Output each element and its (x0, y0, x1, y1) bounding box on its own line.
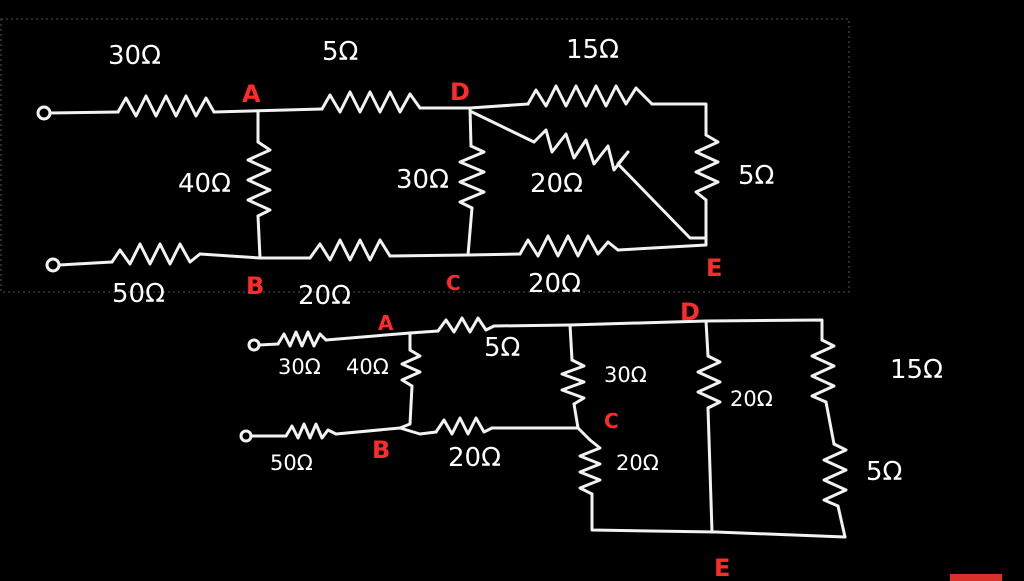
bottom-wire-20-to-e (590, 492, 847, 539)
label-bottom-50: 50Ω (270, 451, 313, 475)
label-bottom-20-middle: 20Ω (730, 387, 773, 411)
resistor-5-bottom-right (822, 442, 848, 508)
label-bottom-15: 15Ω (890, 355, 943, 385)
resistor-15-top (526, 84, 654, 108)
label-top-40: 40Ω (178, 169, 231, 199)
resistor-50-bottom (110, 242, 202, 266)
top-wire-to-d (418, 102, 530, 110)
label-bottom-20-bc: 20Ω (448, 443, 501, 473)
label-top-30-vertical: 30Ω (396, 165, 449, 195)
resistor-30-top (116, 94, 216, 118)
bottom-wire-right-bottom (836, 504, 847, 539)
node-label-d-bottom: D (680, 298, 700, 326)
bottom-wire-50-to-b (334, 426, 438, 436)
resistor-30-bottom-vertical (560, 358, 586, 406)
bottom-wire-mid-top (704, 319, 710, 358)
label-bottom-5-right: 5Ω (866, 457, 902, 487)
resistor-30-vertical (458, 144, 486, 210)
top-circuit: 30Ω 5Ω 15Ω 40Ω 30Ω 20Ω 5Ω 50Ω 20Ω 20Ω A … (36, 35, 774, 311)
label-top-15: 15Ω (566, 35, 619, 65)
resistor-40-bottom (400, 348, 422, 388)
bottom-wire-mid-bottom (706, 406, 714, 534)
top-wire-to-right (650, 102, 708, 137)
resistor-20-diagonal (532, 128, 630, 172)
top-wire-diagonal-start (470, 110, 536, 144)
top-wire-30-to-c (466, 206, 474, 257)
resistor-5-bottom (436, 316, 496, 334)
resistor-20-c-e (518, 234, 620, 258)
bottom-wire-30-to-c (572, 402, 592, 442)
node-label-c-bottom: C (604, 409, 619, 433)
node-label-b-top: B (246, 272, 264, 300)
bottom-wire-40-to-b (398, 384, 414, 430)
top-wire-50-to-b (198, 252, 312, 260)
resistor-5-right (694, 133, 720, 202)
node-label-a-top: A (242, 80, 261, 108)
label-bottom-30-vertical: 30Ω (604, 363, 647, 387)
top-wire-upper-left (48, 110, 120, 115)
top-wire-a-d-left (212, 107, 324, 114)
selection-frame (0, 18, 850, 293)
node-label-c-top: C (446, 271, 461, 295)
node-label-d-top: D (450, 78, 470, 106)
node-label-a-bottom: A (378, 311, 394, 335)
label-top-50: 50Ω (112, 279, 165, 309)
resistor-20-bottom-c-e (578, 438, 602, 496)
bottom-wire-upper-left (257, 342, 280, 347)
label-bottom-5: 5Ω (484, 333, 520, 363)
resistor-20-b-c (308, 238, 392, 262)
resistor-30-bottom (276, 330, 328, 348)
top-input-terminal-upper (36, 105, 52, 121)
label-top-20-ce: 20Ω (528, 269, 581, 299)
bottom-wire-30-top (568, 323, 574, 362)
resistor-40-vertical (246, 140, 272, 218)
label-top-20-diagonal: 20Ω (530, 169, 583, 199)
label-top-30: 30Ω (108, 41, 161, 71)
node-label-e-top: E (706, 254, 722, 282)
bottom-circuit: 30Ω 40Ω 5Ω 50Ω 20Ω 30Ω 20Ω 20Ω 15Ω 5Ω A … (239, 298, 943, 581)
top-wire-diagonal-end (616, 162, 708, 240)
node-label-b-bottom: B (372, 436, 390, 464)
resistor-20-bottom-middle (696, 354, 722, 410)
top-wire-d-down (468, 106, 473, 148)
top-wire-lower-left (57, 260, 114, 267)
top-input-terminal-lower (45, 257, 61, 273)
label-bottom-20-ce: 20Ω (616, 451, 659, 475)
top-wire-to-e (616, 236, 708, 252)
node-label-e-bottom: E (714, 554, 730, 581)
corner-badge (950, 574, 1002, 581)
resistor-50-bottom (284, 422, 338, 440)
bottom-wire-right-mid (824, 400, 836, 446)
label-top-20-bc: 20Ω (298, 281, 351, 311)
bottom-wire-to-d (492, 318, 824, 342)
top-wire-40-to-b (256, 214, 262, 260)
label-bottom-30: 30Ω (278, 355, 321, 379)
resistor-15-bottom-right (810, 338, 836, 404)
resistor-20-bottom-bc (434, 416, 494, 436)
label-top-5-right: 5Ω (738, 161, 774, 191)
label-bottom-40: 40Ω (346, 355, 389, 379)
label-top-5: 5Ω (322, 37, 358, 67)
resistor-5-top (320, 90, 422, 114)
top-wire-to-c (388, 252, 522, 258)
